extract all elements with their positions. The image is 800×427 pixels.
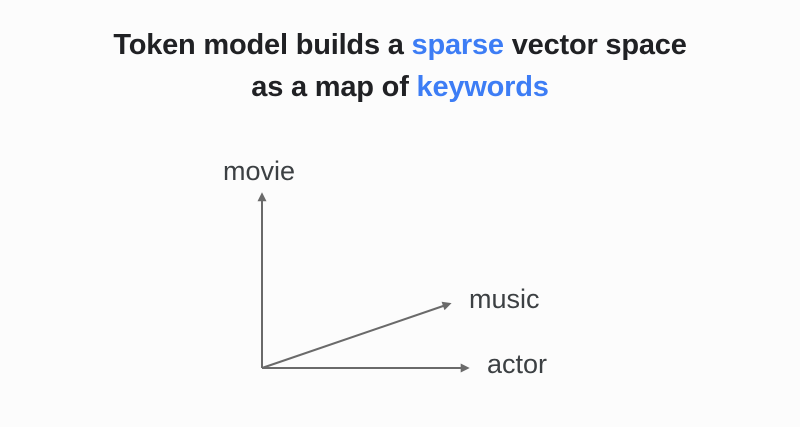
title-highlight-sparse: sparse (411, 29, 505, 61)
title-line-2: as a map of keywords (0, 66, 800, 108)
slide-title: Token model builds a sparse vector space… (0, 24, 800, 108)
axis-label-music: music (469, 284, 540, 314)
title-text-segment: Token model builds a (113, 29, 412, 61)
title-line-1: Token model builds a sparse vector space (0, 24, 800, 66)
title-text-segment: vector space (503, 29, 687, 61)
music-vector-arrow (261, 301, 452, 369)
title-text-segment: as a map of (251, 71, 417, 103)
axis-label-movie: movie (223, 156, 296, 186)
axis-label-actor: actor (487, 349, 548, 379)
title-highlight-keywords: keywords (416, 71, 549, 103)
